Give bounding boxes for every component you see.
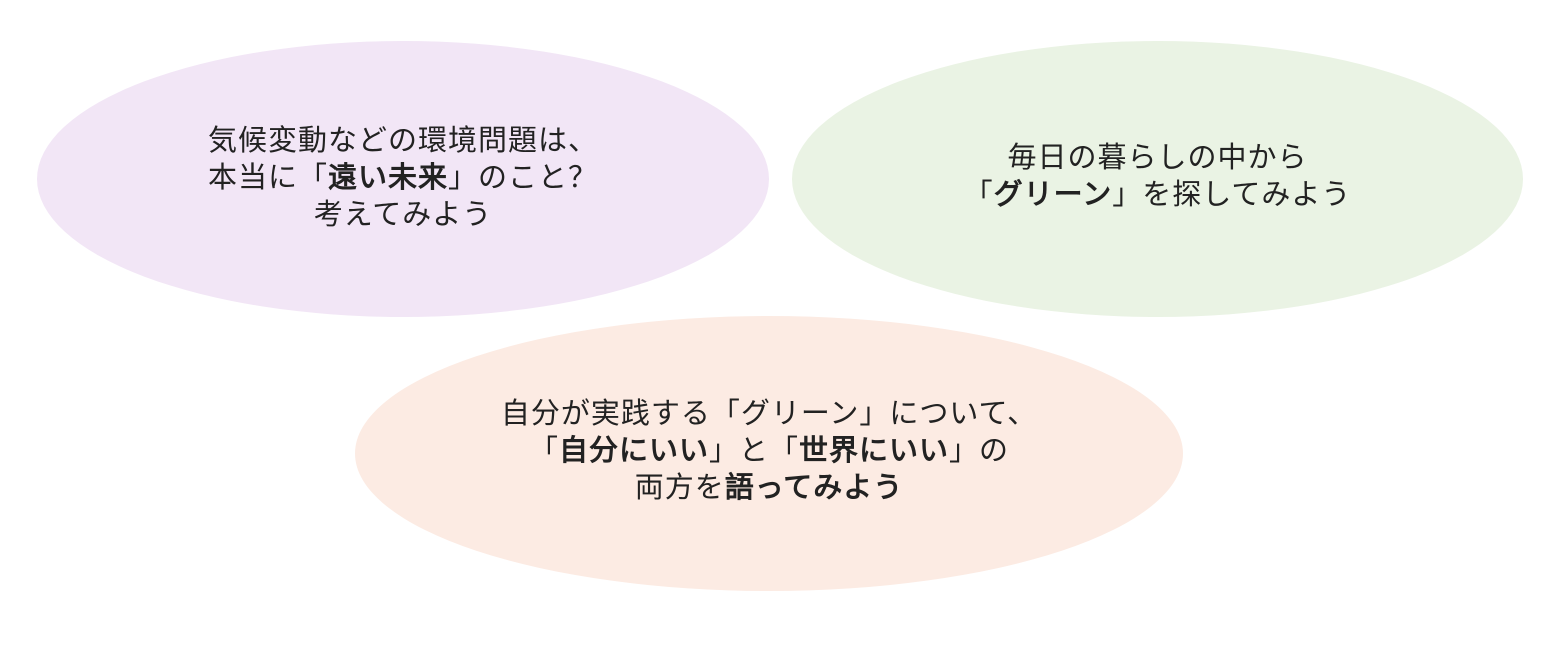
bubble-c-line-2-bold-world: 世界にいい [799, 433, 950, 467]
bubble-daily-green-text: 毎日の暮らしの中から 「グリーン」を探してみよう [964, 139, 1352, 213]
bubble-a-line-1: 気候変動などの環境問題は、 [207, 122, 598, 157]
bubble-c-line-1: 自分が実践する「グリーン」について、 [500, 396, 1038, 430]
bubble-a-line-2: 本当に「遠い未来」のこと？ [208, 159, 598, 196]
bubble-c-line-3: 両方を語ってみよう [501, 469, 1037, 506]
bubble-climate-future-text: 気候変動などの環境問題は、 本当に「遠い未来」のこと？ 考えてみよう [208, 122, 598, 233]
bubble-b-line-2: 「グリーン」を探してみよう [964, 176, 1352, 213]
bubble-a-line-2-bold: 遠い未来 [327, 159, 448, 194]
bubble-c-line-2: 「自分にいい」と「世界にいい」の [501, 432, 1037, 469]
bubble-b-line-2-pre: 「 [963, 177, 994, 211]
bubble-c-line-2-mid: 」と「 [708, 433, 799, 467]
bubble-self-and-world-text: 自分が実践する「グリーン」について、 「自分にいい」と「世界にいい」の 両方を語… [501, 395, 1037, 506]
bubble-c-line-2-pre: 「 [528, 433, 559, 467]
bubble-b-line-2-bold: グリーン [993, 177, 1113, 211]
bubble-a-line-2-post: 」のこと？ [448, 159, 599, 194]
bubble-climate-future: 気候変動などの環境問題は、 本当に「遠い未来」のこと？ 考えてみよう [37, 41, 769, 317]
bubble-c-line-3-pre: 両方を [634, 470, 725, 504]
bubble-b-line-2-post: 」を探してみよう [1112, 177, 1352, 211]
bubble-daily-green: 毎日の暮らしの中から 「グリーン」を探してみよう [792, 41, 1523, 317]
bubble-c-line-2-bold-self: 自分にいい [558, 433, 709, 467]
bubble-b-line-1: 毎日の暮らしの中から [1007, 140, 1308, 174]
bubble-c-line-3-bold: 語ってみよう [724, 470, 904, 504]
bubble-c-line-2-post: 」の [949, 433, 1010, 467]
bubble-a-line-3: 考えてみよう [313, 196, 493, 231]
bubble-self-and-world: 自分が実践する「グリーン」について、 「自分にいい」と「世界にいい」の 両方を語… [355, 316, 1183, 591]
bubble-a-line-2-pre: 本当に「 [207, 159, 328, 194]
